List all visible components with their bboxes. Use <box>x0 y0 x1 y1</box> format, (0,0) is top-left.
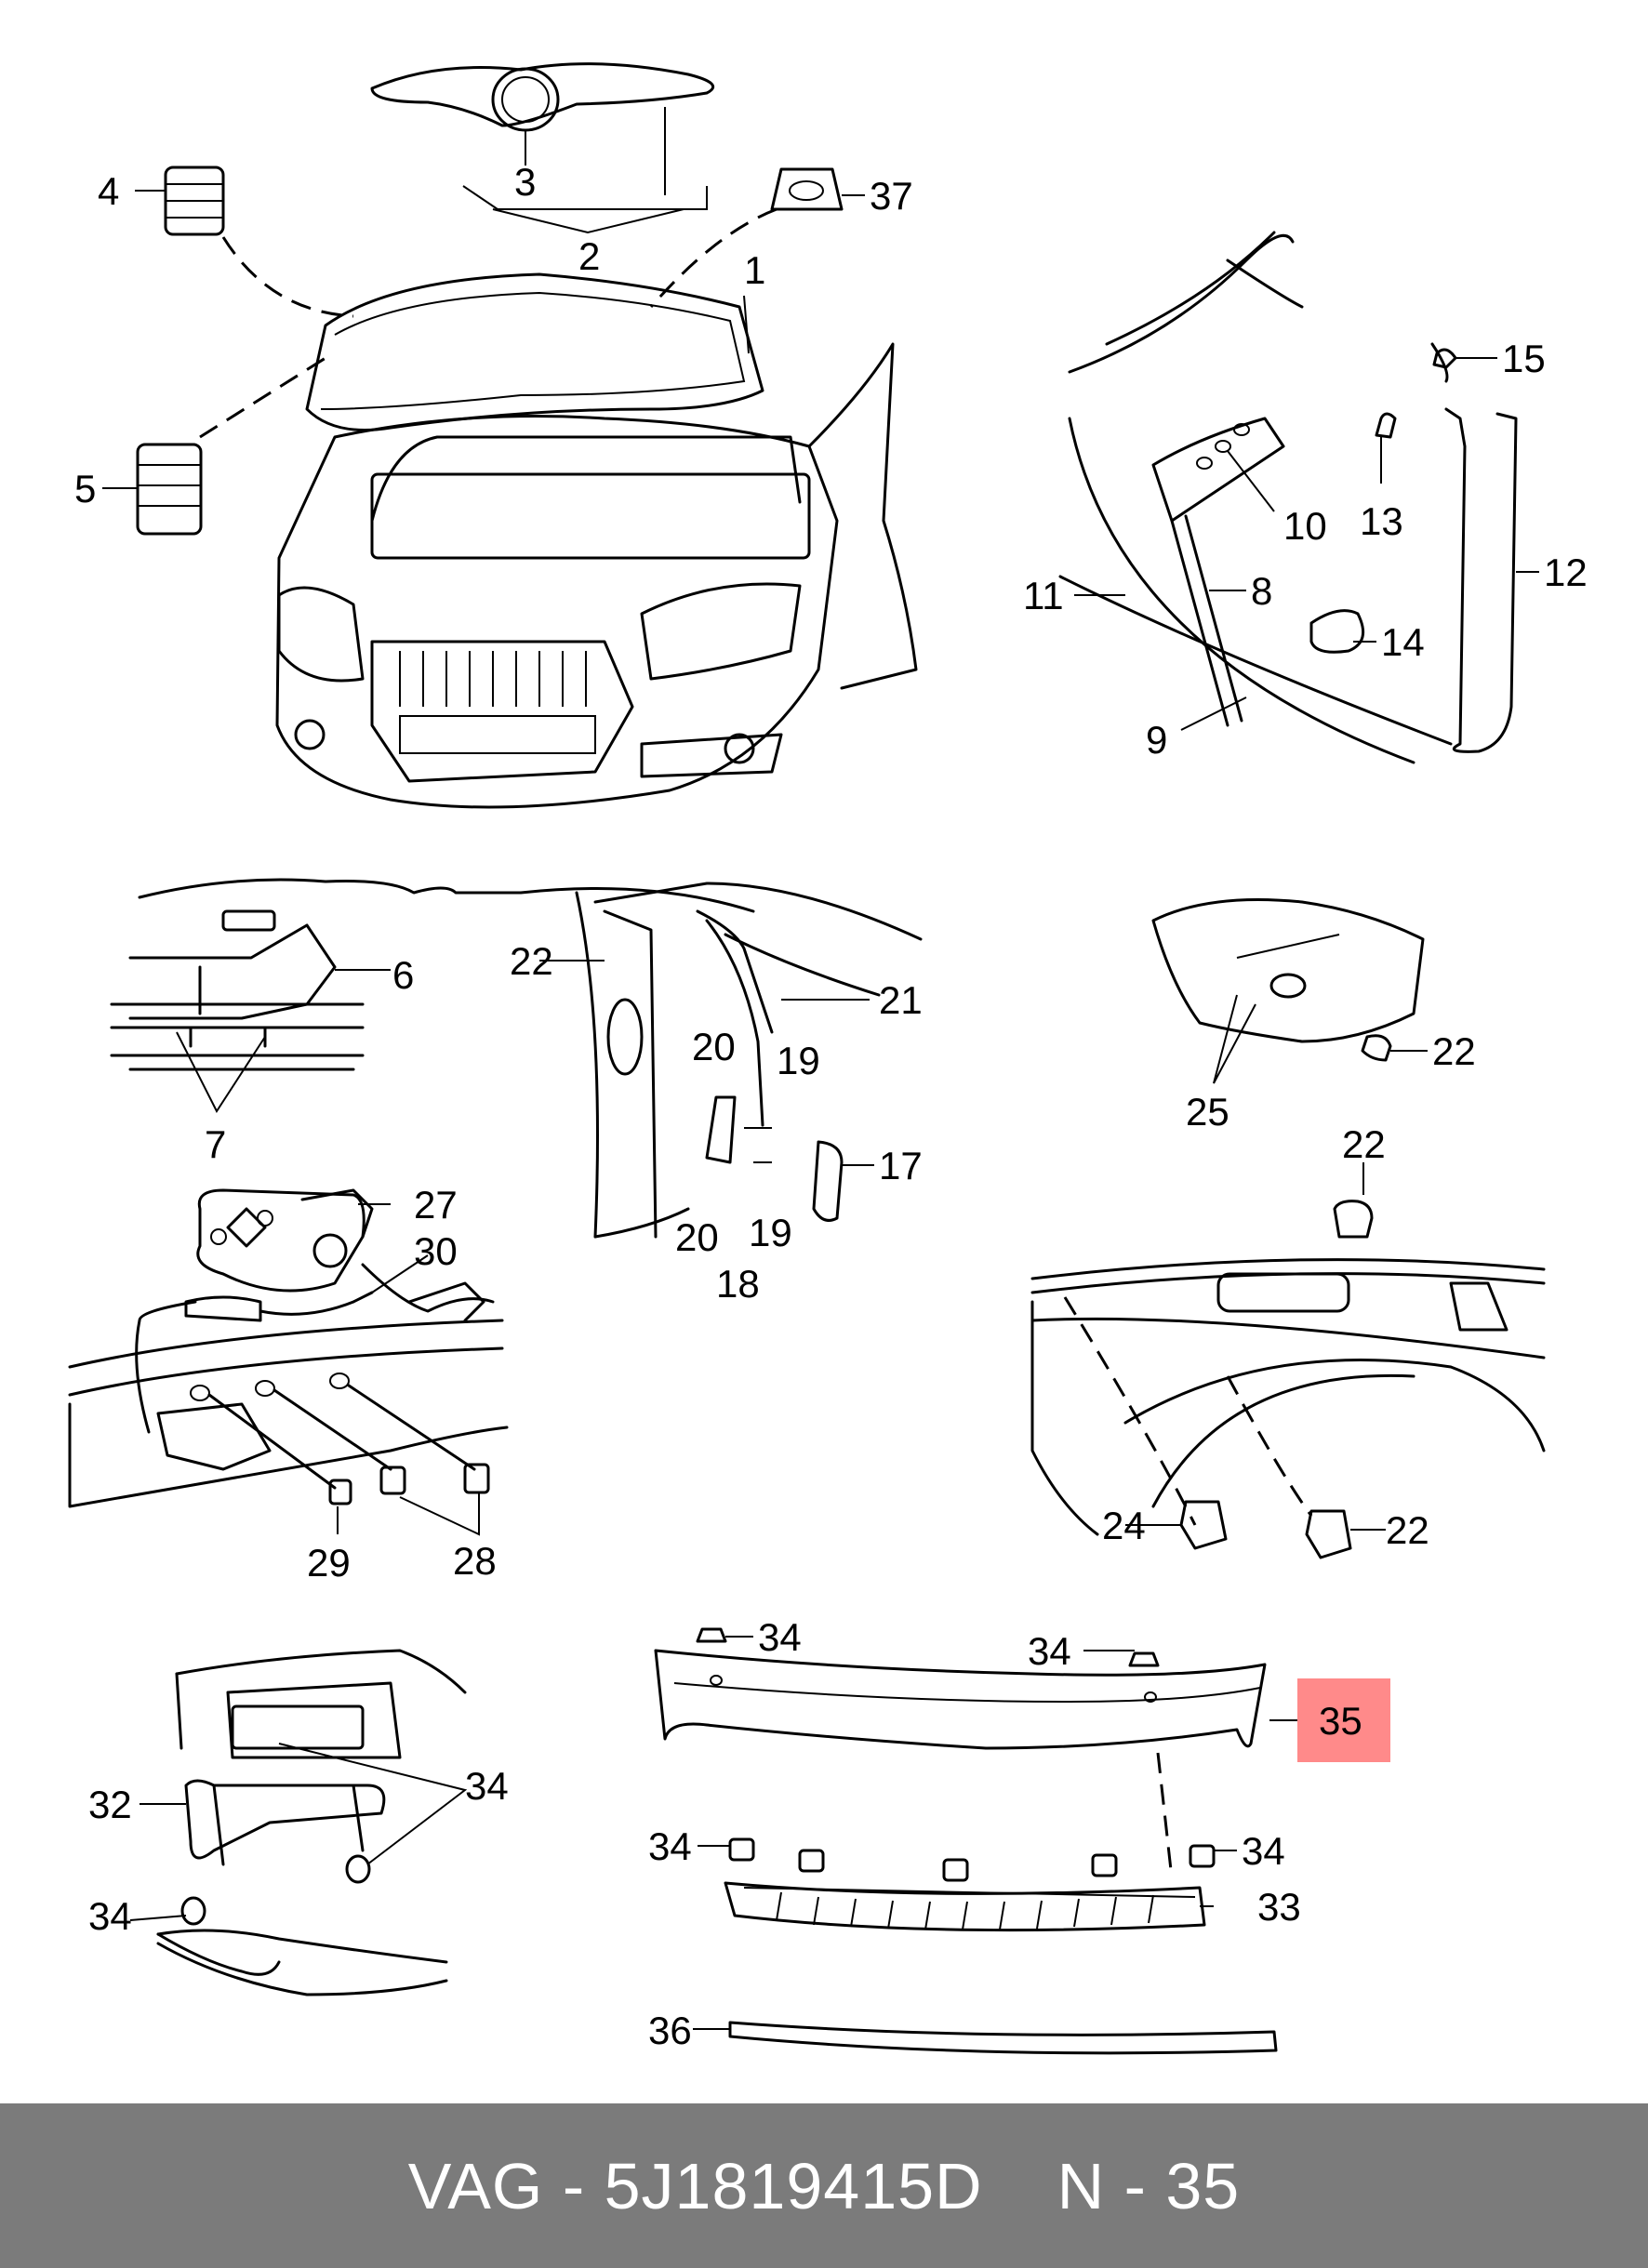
callout-19-b: 19 <box>749 1211 792 1254</box>
callout-22-b: 22 <box>1432 1029 1476 1073</box>
catch-drawing <box>110 878 755 1114</box>
leader-lines <box>102 190 1539 2030</box>
callout-33: 33 <box>1257 1885 1301 1929</box>
bump-stop-4-icon <box>164 166 225 236</box>
prop-rod-drawing <box>1058 231 1518 764</box>
water-deflector-35-drawing <box>654 1627 1278 2055</box>
part-number: 5J1819415D <box>604 2149 983 2222</box>
callout-20-b: 20 <box>675 1215 719 1259</box>
part-info-footer: VAG - 5J1819415D N - 35 <box>0 2103 1648 2268</box>
callout-30: 30 <box>414 1229 458 1273</box>
callout-24: 24 <box>1102 1504 1146 1547</box>
callout-14: 14 <box>1381 620 1425 664</box>
callout-6: 6 <box>392 953 414 997</box>
callout-32: 32 <box>88 1783 132 1826</box>
wheelhouse-drawing <box>1030 1162 1546 1559</box>
cable-guide-drawing <box>575 882 923 1239</box>
position-label: N - 35 <box>1057 2149 1241 2222</box>
hood-assembly-drawing <box>136 62 918 809</box>
parts-diagram: 1 2 3 4 5 37 15 10 13 12 11 8 14 9 6 7 2… <box>68 62 1588 2055</box>
callout-29: 29 <box>307 1541 351 1585</box>
callout-9: 9 <box>1146 718 1167 762</box>
callout-25: 25 <box>1186 1090 1229 1134</box>
separator: - <box>543 2149 605 2222</box>
callout-12: 12 <box>1544 550 1588 594</box>
lock-carrier-drawing <box>156 1649 468 1996</box>
callout-28: 28 <box>453 1539 497 1583</box>
callout-22-c: 22 <box>1342 1122 1386 1166</box>
callout-1: 1 <box>744 248 765 292</box>
callout-10: 10 <box>1283 504 1327 548</box>
callout-19-a: 19 <box>777 1039 820 1082</box>
callout-35: 35 <box>1319 1699 1362 1743</box>
callout-21: 21 <box>879 978 923 1022</box>
callout-27: 27 <box>414 1183 458 1227</box>
brand-label: VAG <box>407 2149 544 2222</box>
callout-20-a: 20 <box>692 1025 736 1068</box>
callout-34-c: 34 <box>758 1615 802 1659</box>
callout-13: 13 <box>1360 499 1403 543</box>
callout-3: 3 <box>514 160 536 204</box>
callout-18: 18 <box>716 1262 760 1306</box>
callout-34-e: 34 <box>648 1824 692 1868</box>
callout-34-b: 34 <box>88 1894 132 1938</box>
callout-34-f: 34 <box>1242 1829 1285 1873</box>
callout-labels: 1 2 3 4 5 37 15 10 13 12 11 8 14 9 6 7 2… <box>74 160 1588 2052</box>
callout-36: 36 <box>648 2009 692 2052</box>
lock-drawing <box>68 1188 509 1536</box>
callout-34-a: 34 <box>465 1764 509 1808</box>
callout-17: 17 <box>879 1144 923 1187</box>
buffer-37-icon <box>770 167 844 211</box>
callout-8: 8 <box>1251 569 1272 613</box>
callout-2: 2 <box>578 234 600 278</box>
plenum-drawing <box>1151 898 1425 1084</box>
callout-4: 4 <box>98 169 119 213</box>
callout-15: 15 <box>1502 337 1546 380</box>
callout-22-a: 22 <box>510 939 553 983</box>
highlight-box-35 <box>1297 1678 1390 1762</box>
callout-11: 11 <box>1023 574 1064 617</box>
callout-5: 5 <box>74 467 96 511</box>
callout-22-d: 22 <box>1386 1508 1429 1552</box>
callout-37: 37 <box>870 174 913 218</box>
callout-7: 7 <box>205 1122 226 1166</box>
bump-stop-5-icon <box>136 443 203 536</box>
callout-34-d: 34 <box>1028 1629 1071 1673</box>
